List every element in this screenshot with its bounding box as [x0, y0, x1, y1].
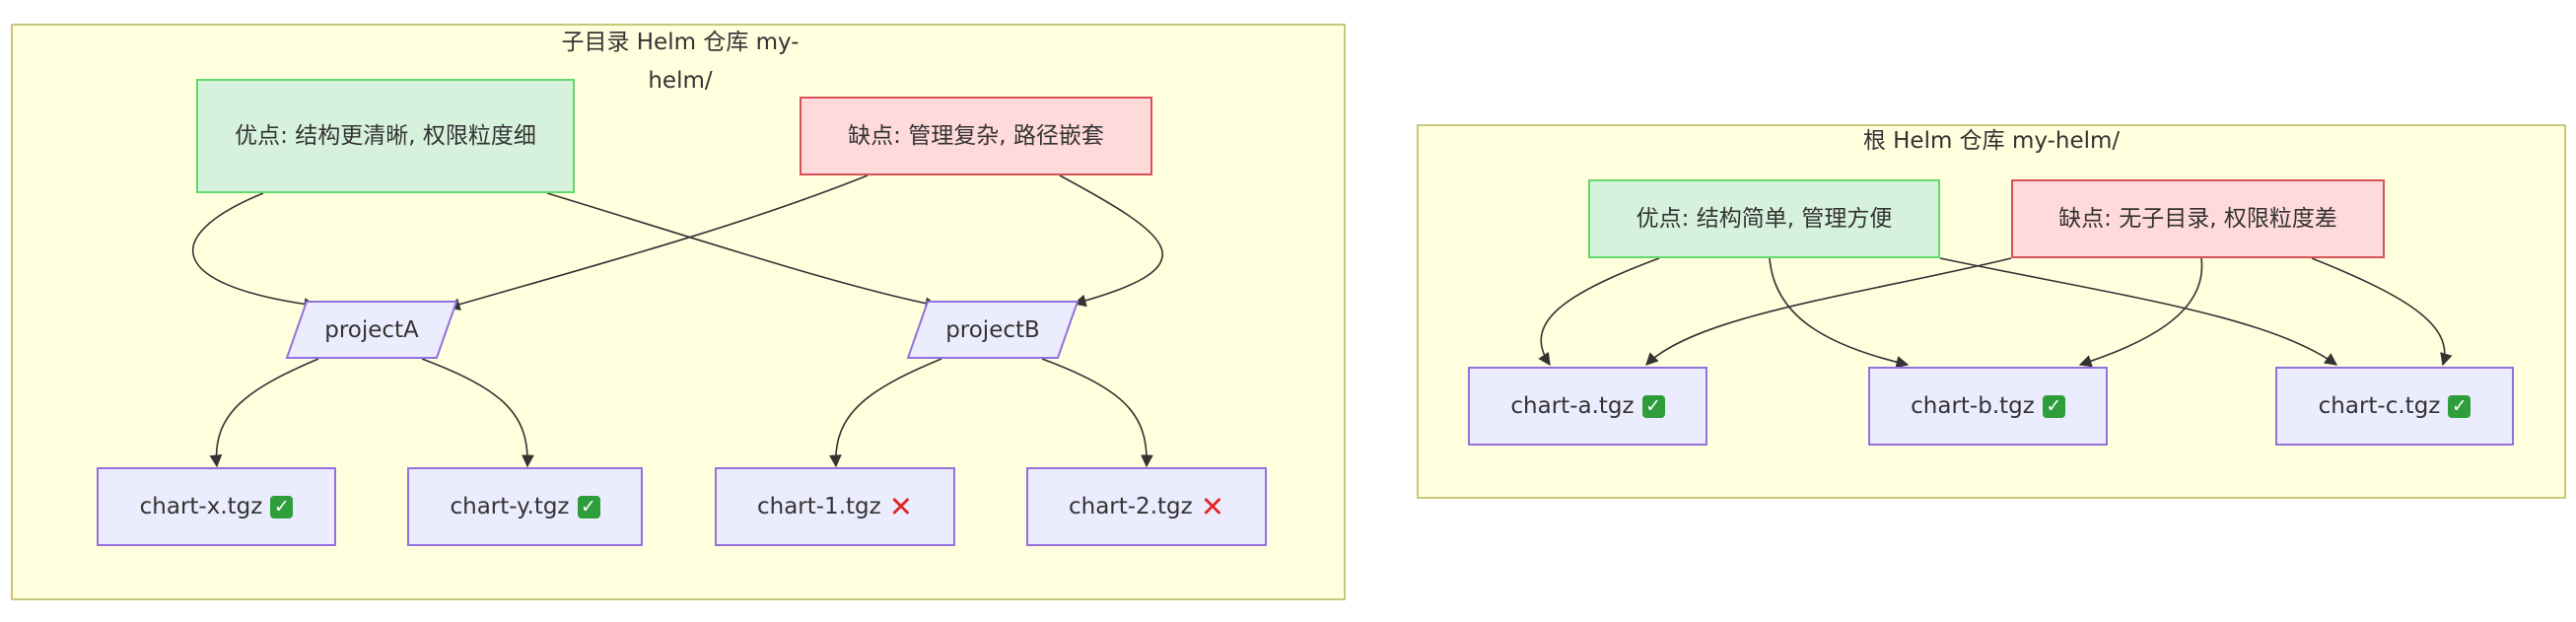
edge-sub-pro-to-projectB — [546, 192, 939, 311]
chart-a-label: chart-a.tgz — [1510, 393, 1635, 419]
edge-root-con-to-chart-c — [2311, 257, 2453, 367]
node-root-pro-label: 优点: 结构简单, 管理方便 — [1636, 206, 1893, 232]
node-root-con: 缺点: 无子目录, 权限粒度差 — [2011, 179, 2385, 258]
chart-b-label: chart-b.tgz — [1911, 393, 2035, 419]
chart-y-label: chart-y.tgz — [450, 494, 570, 519]
node-projectA: projectA — [324, 316, 419, 343]
chart-2-label: chart-2.tgz — [1068, 494, 1193, 519]
edge-projectB-to-chart-1 — [828, 358, 942, 468]
chart-c-label: chart-c.tgz — [2318, 393, 2441, 419]
cross-mark-icon: ✕ — [1200, 489, 1225, 523]
node-root-con-label: 缺点: 无子目录, 权限粒度差 — [2058, 206, 2337, 232]
node-projectB: projectB — [945, 316, 1040, 343]
node-chart-y: chart-y.tgz ✓ — [407, 467, 643, 546]
edge-projectA-to-chart-y — [421, 358, 534, 468]
edge-root-pro-to-chart-b — [1769, 257, 1910, 369]
node-chart-c: chart-c.tgz ✓ — [2275, 367, 2514, 446]
node-chart-2: chart-2.tgz ✕ — [1026, 467, 1267, 546]
check-mark-icon: ✓ — [2448, 394, 2472, 418]
chart-x-label: chart-x.tgz — [139, 494, 263, 519]
cross-mark-icon: ✕ — [888, 489, 914, 523]
check-mark-icon: ✓ — [2042, 394, 2065, 418]
check-mark-icon: ✓ — [1641, 394, 1665, 418]
edge-sub-con-to-projectA — [447, 174, 869, 311]
node-chart-a: chart-a.tgz ✓ — [1468, 367, 1707, 446]
node-root-pro: 优点: 结构简单, 管理方便 — [1588, 179, 1940, 258]
projectB-shape — [906, 301, 1079, 359]
edge-projectB-to-chart-2 — [1041, 358, 1153, 468]
edge-sub-pro-to-projectA — [191, 192, 317, 311]
projectA-shape — [285, 301, 458, 359]
node-chart-x: chart-x.tgz ✓ — [97, 467, 336, 546]
edge-root-con-to-chart-b — [2078, 257, 2203, 368]
cluster-sub-title: 子目录 Helm 仓库 my-helm/ — [561, 30, 800, 94]
node-sub-con: 缺点: 管理复杂, 路径嵌套 — [800, 97, 1152, 175]
edge-sub-con-to-projectB — [1059, 174, 1163, 308]
node-chart-1: chart-1.tgz ✕ — [715, 467, 955, 546]
edge-root-pro-to-chart-a — [1538, 257, 1660, 367]
check-mark-icon: ✓ — [270, 495, 294, 518]
cluster-root-title: 根 Helm 仓库 my-helm/ — [1862, 128, 2121, 154]
check-mark-icon: ✓ — [577, 495, 600, 518]
edge-root-pro-to-chart-c — [1939, 257, 2338, 366]
chart-1-label: chart-1.tgz — [756, 494, 881, 519]
edge-root-con-to-chart-a — [1645, 257, 2012, 366]
node-sub-pro-label: 优点: 结构更清晰, 权限粒度细 — [235, 123, 536, 149]
node-chart-b: chart-b.tgz ✓ — [1868, 367, 2108, 446]
edge-projectA-to-chart-x — [209, 358, 319, 468]
node-sub-con-label: 缺点: 管理复杂, 路径嵌套 — [848, 123, 1104, 149]
node-sub-pro: 优点: 结构更清晰, 权限粒度细 — [196, 79, 575, 193]
